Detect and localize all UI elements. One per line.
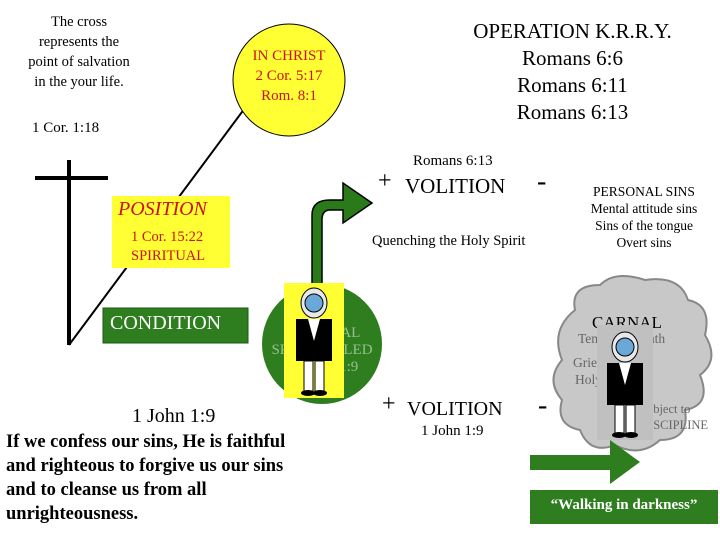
in-christ-circle	[232, 23, 346, 137]
personal-sins-item: Overt sins	[616, 235, 672, 250]
in-christ-line: 2 Cor. 5:17	[255, 68, 323, 84]
walking-darkness-bar	[530, 490, 718, 524]
carnal-line: DISCIPLINE	[640, 418, 709, 432]
in-christ-text: IN CHRIST 2 Cor. 5:17 Rom. 8:1	[233, 46, 345, 106]
position-box	[112, 196, 230, 268]
minus-sign-bottom: -	[538, 390, 548, 421]
plus-sign-bottom: +	[382, 391, 396, 417]
volition-bottom-ref: 1 John 1:9	[421, 423, 484, 439]
position-sub: SPIRITUAL	[131, 248, 206, 264]
verse-line: If we confess our sins, He is faithful	[6, 432, 286, 452]
salvation-note-line: represents the	[38, 34, 120, 50]
salvation-note-line: in the your life.	[34, 74, 124, 90]
cor-reference: 1 Cor. 1:18	[32, 120, 100, 136]
plus-sign-top: +	[378, 168, 392, 194]
condition-label: CONDITION	[110, 312, 222, 334]
in-christ-line: Rom. 8:1	[261, 88, 317, 104]
quenching-text: Quenching the Holy Spirit	[372, 233, 526, 249]
carnal-person-figure	[597, 325, 653, 440]
salvation-note-line: The cross	[51, 14, 107, 30]
in-christ-line: IN CHRIST	[252, 48, 326, 64]
verse-line: and righteous to forgive us our sins	[6, 456, 284, 476]
position-ref: 1 Cor. 15:22	[131, 229, 204, 245]
salvation-note-line: point of salvation	[28, 54, 130, 70]
condition-bar	[102, 307, 249, 344]
walking-arrow-shape	[530, 440, 640, 484]
verse-text: If we confess our sins, He is faithful a…	[6, 430, 285, 526]
minus-sign-top: -	[537, 166, 547, 197]
verse-line: unrighteousness.	[6, 504, 139, 524]
volition-top-ref: Romans 6:13	[413, 153, 493, 169]
position-details: 1 Cor. 15:22 SPIRITUAL	[131, 228, 205, 266]
operation-title: OPERATION K.R.R.Y.	[473, 19, 672, 43]
personal-sins-item: Sins of the tongue	[595, 218, 693, 233]
spiritual-person-figure	[284, 283, 344, 398]
operation-ref: Romans 6:11	[517, 73, 628, 97]
personal-sins-block: PERSONAL SINS Mental attitude sins Sins …	[570, 183, 718, 251]
volition-top-label: VOLITION	[405, 174, 506, 198]
salvation-note: The cross represents the point of salvat…	[4, 12, 154, 92]
walking-darkness-label: “Walking in darkness”	[550, 497, 698, 513]
personal-sins-item: Mental attitude sins	[590, 201, 698, 216]
volition-bottom-label: VOLITION	[407, 398, 503, 420]
operation-ref: Romans 6:13	[516, 100, 629, 124]
personal-sins-title: PERSONAL SINS	[593, 184, 695, 199]
verse-line: and to cleanse us from all	[6, 480, 207, 500]
operation-block: OPERATION K.R.R.Y. Romans 6:6 Romans 6:1…	[430, 18, 715, 126]
verse-reference: 1 John 1:9	[132, 405, 216, 427]
operation-ref: Romans 6:6	[522, 46, 623, 70]
position-title: POSITION	[118, 198, 207, 220]
